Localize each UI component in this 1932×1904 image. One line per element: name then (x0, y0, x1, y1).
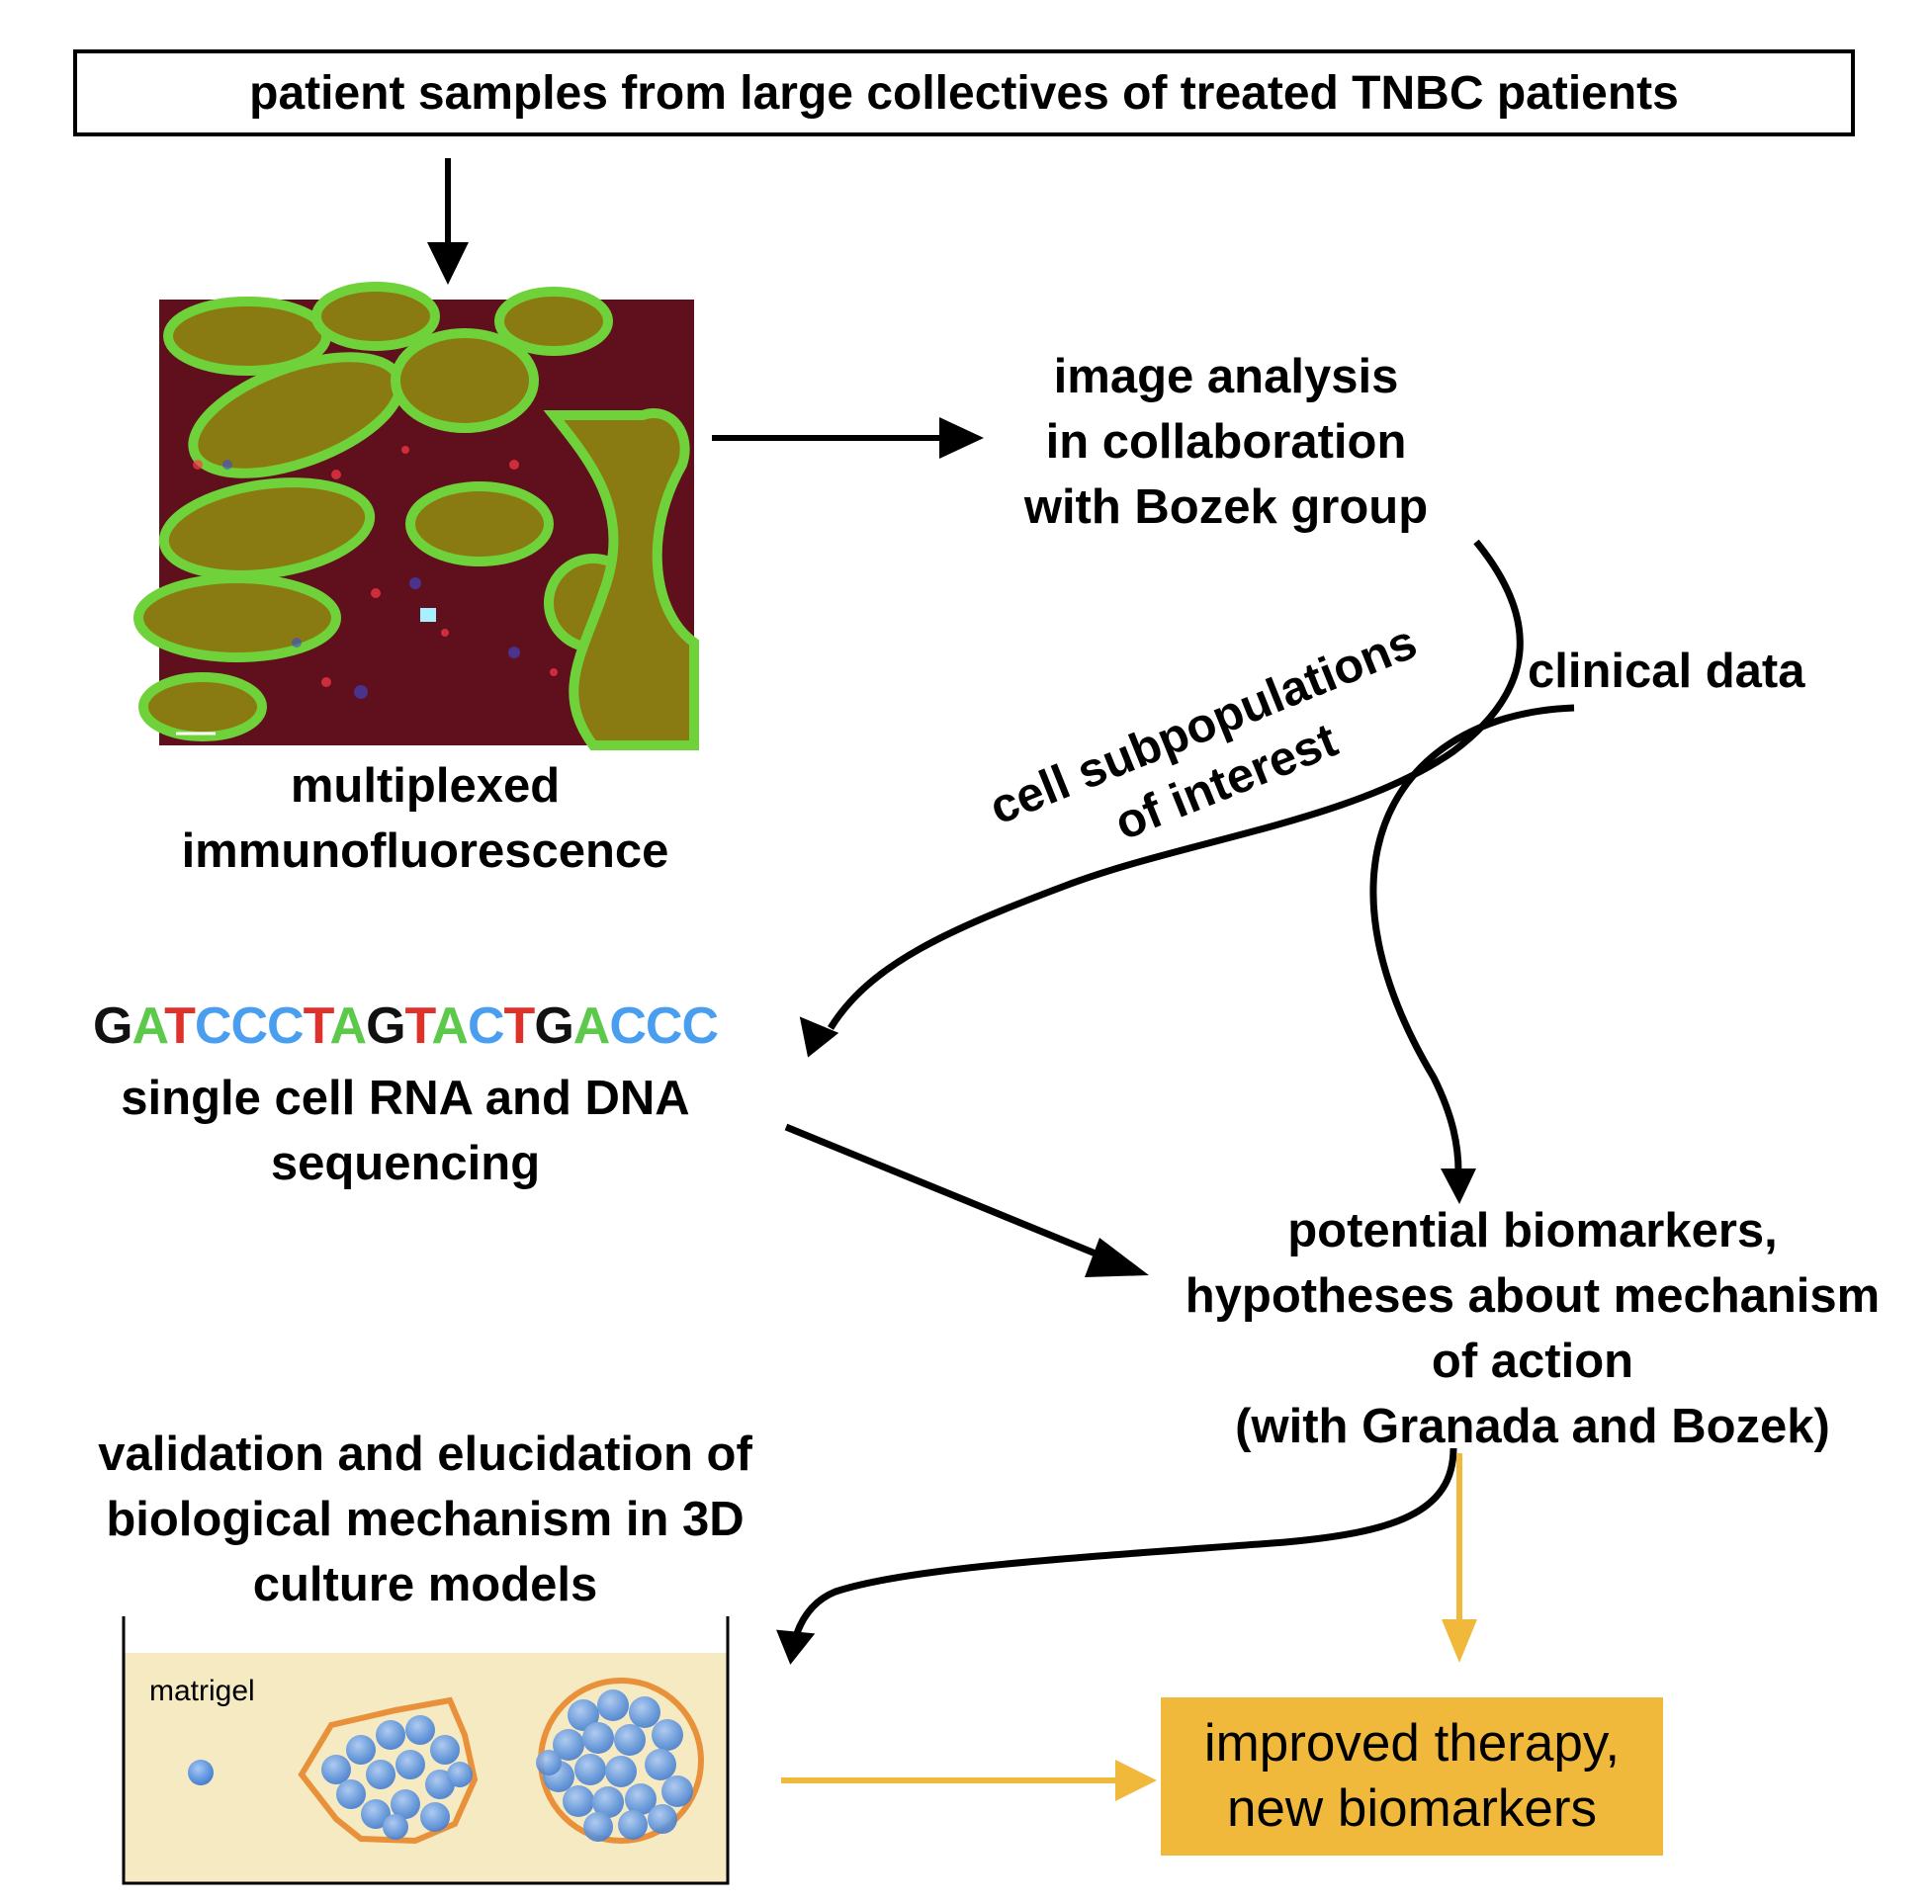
dna-letter: G (534, 997, 573, 1055)
sequencing-line-2: sequencing (270, 1137, 541, 1190)
immunofluorescence-micrograph (133, 282, 699, 750)
mif-line-1: multiplexed (290, 759, 561, 813)
organoid-irregular (298, 1696, 479, 1845)
dna-letter: C (230, 997, 268, 1055)
arrow-clinical-to-biomarkers (1369, 704, 1575, 1204)
validation-line-1: validation and elucidation of (98, 1428, 752, 1481)
dna-letter: G (366, 997, 405, 1055)
biomarkers-line-4: (with Granada and Bozek) (1235, 1400, 1830, 1453)
dna-letter: C (267, 997, 305, 1055)
dna-letter: C (609, 997, 647, 1055)
single-cell (188, 1760, 214, 1785)
result-line-1: improved therapy, (1203, 1714, 1621, 1773)
dna-letter: A (431, 997, 469, 1055)
arrow-analysis-to-sequencing (799, 539, 1524, 1058)
biomarkers-line-2: hypotheses about mechanism (1185, 1269, 1881, 1323)
arrow-samples-to-image (427, 158, 469, 285)
arrow-sequencing-to-biomarkers (784, 1123, 1149, 1277)
dna-letter: A (572, 997, 611, 1055)
mif-line-2: immunofluorescence (181, 824, 669, 878)
clinical-data-label: clinical data (1528, 639, 1864, 704)
biomarkers-line-3: of action (1431, 1335, 1634, 1388)
arrow-image-to-analysis (712, 417, 984, 459)
orange-arrow-culture-to-result (781, 1760, 1157, 1801)
culture-container (122, 1616, 730, 1885)
validation-line-2: biological mechanism in 3D (106, 1493, 745, 1546)
image-analysis-line-1: image analysis (1053, 350, 1399, 403)
sequencing-label: single cell RNA and DNA sequencing (79, 1066, 732, 1196)
patient-samples-box: patient samples from large collectives o… (73, 49, 1855, 136)
arrow-biomarkers-to-culture (776, 1447, 1457, 1665)
dna-letter: C (681, 997, 719, 1055)
dna-letter: A (329, 997, 368, 1055)
dna-letter: G (92, 997, 132, 1055)
validation-line-3: culture models (252, 1558, 598, 1611)
dna-letter: A (132, 997, 165, 1055)
image-analysis-label: image analysis in collaboration with Boz… (989, 344, 1463, 540)
matrigel-label: matrigel (149, 1675, 255, 1707)
validation-label: validation and elucidation of biological… (59, 1422, 791, 1617)
dna-letter: T (503, 997, 536, 1055)
dna-letter: C (645, 997, 683, 1055)
result-box: improved therapy, new biomarkers (1161, 1697, 1663, 1856)
dna-sequence: GATCCCTAGTACTGACCC (79, 996, 732, 1056)
biomarkers-label: potential biomarkers, hypotheses about m… (1157, 1198, 1908, 1459)
dna-letter: T (303, 997, 331, 1055)
orange-arrow-biomarkers-to-result (1442, 1453, 1477, 1663)
patient-samples-label: patient samples from large collectives o… (249, 66, 1679, 120)
dna-letter: T (404, 997, 433, 1055)
dna-letter: C (467, 997, 505, 1055)
image-analysis-line-3: with Bozek group (1023, 480, 1429, 534)
biomarkers-line-1: potential biomarkers, (1287, 1204, 1778, 1257)
dna-letter: T (164, 997, 196, 1055)
dna-letter: C (194, 997, 232, 1055)
sequencing-line-1: single cell RNA and DNA (121, 1072, 690, 1125)
clinical-data-text: clinical data (1528, 645, 1805, 698)
result-line-2: new biomarkers (1226, 1779, 1598, 1838)
organoid-round (536, 1678, 704, 1844)
image-analysis-line-2: in collaboration (1045, 415, 1407, 469)
mif-label: multiplexed immunofluorescence (148, 753, 702, 884)
